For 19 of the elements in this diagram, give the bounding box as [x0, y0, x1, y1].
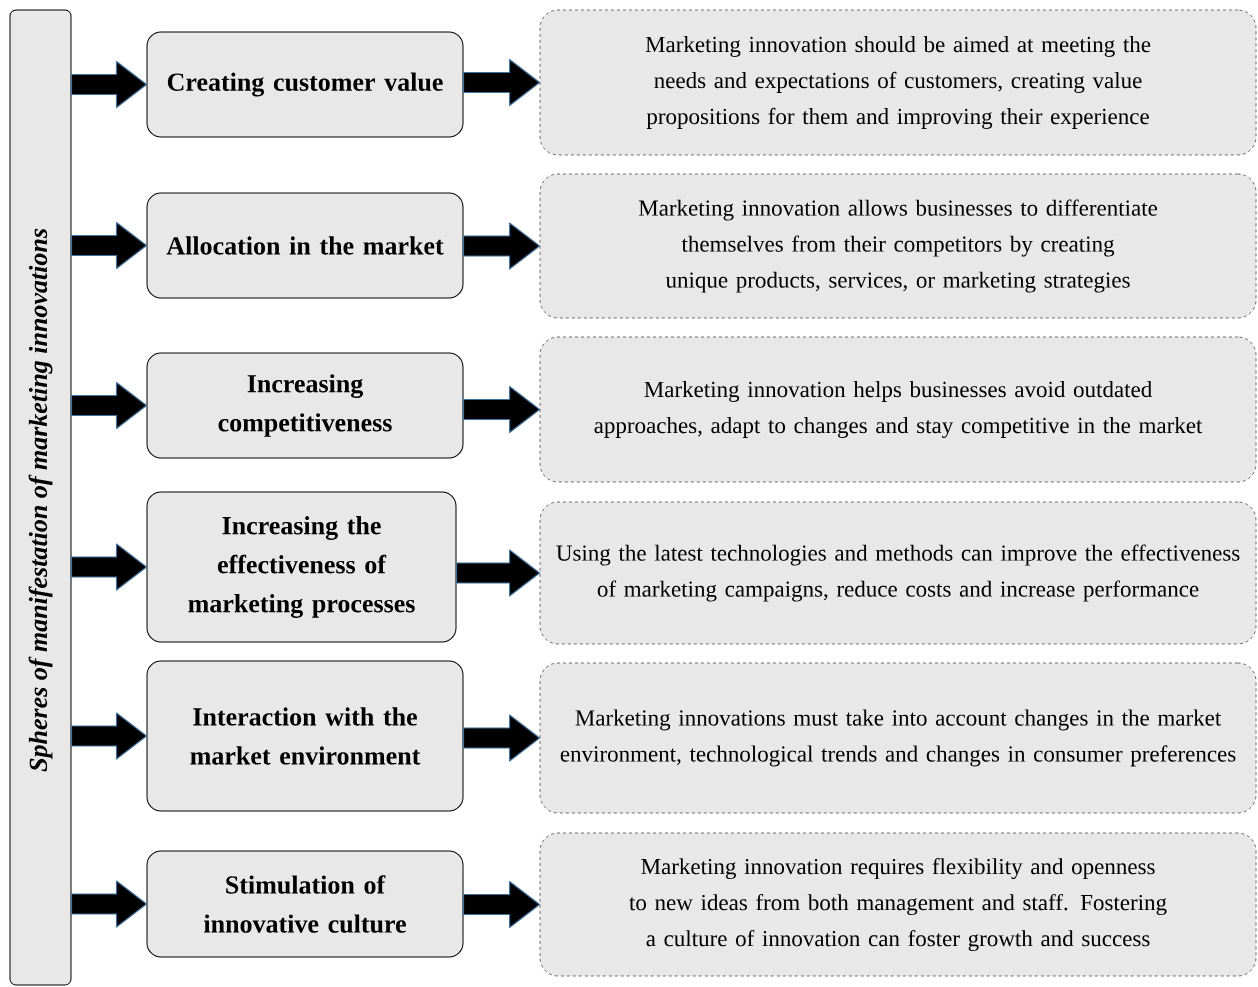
description-box: Marketing innovations must take into account changes in the market environment, technological trends and changes in consumer preferences [539, 662, 1257, 814]
description-box: Using the latest technologies and methods can improve the effectiveness of marketing campaigns, reduce costs and increase performance [539, 501, 1257, 645]
block-arrow [462, 58, 541, 107]
block-arrow [70, 712, 148, 760]
vertical-title-bar: Spheres of manifestation of marketing innovations [9, 9, 72, 986]
description-box: Marketing innovation should be aimed at meeting the needs and expectations of customers, creating value propositions for them and improving their experience [539, 9, 1257, 156]
block-arrow [462, 880, 541, 929]
block-arrow [70, 221, 148, 270]
block-arrow [70, 880, 148, 928]
description-box: Marketing innovation allows businesses to differentiate themselves from their competitors by creating unique products, services, or marketing strategies [539, 173, 1257, 319]
block-arrow [70, 60, 148, 109]
description-box: Marketing innovation helps businesses avoid outdated approaches, adapt to changes and stay competitive in the market [539, 336, 1257, 483]
block-arrow [70, 543, 148, 591]
block-arrow [462, 222, 541, 270]
block-arrow [462, 385, 541, 434]
block-arrow [70, 381, 148, 430]
description-box: Marketing innovation requires flexibility and openness to new ideas from both management and staff. Fostering a culture of innovation can foster growth and success [539, 832, 1257, 977]
block-arrow [462, 714, 541, 762]
block-arrow [455, 549, 541, 597]
